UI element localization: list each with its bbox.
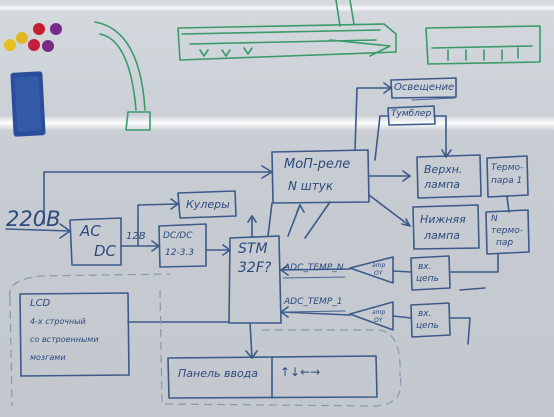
- relay-label-top: МоП-реле: [284, 157, 351, 172]
- connections: [5, 82, 510, 359]
- lighting-box: [390, 77, 457, 99]
- lcd-box: [19, 292, 130, 377]
- toggle-label: Тумблер: [391, 109, 432, 119]
- top-lamp-label-top: Верхн.: [424, 163, 463, 176]
- mcu-box: [228, 235, 282, 324]
- acdc-label-bottom: DC: [94, 242, 117, 260]
- green-sketch-arch: [94, 21, 151, 131]
- green-sketch-oven: [177, 0, 397, 61]
- input-circuit-2-box: [410, 302, 451, 338]
- mcu-label-bottom: 32F?: [238, 260, 272, 276]
- input-voltage-label: 220В: [6, 207, 61, 231]
- light-reflection-top: [0, 4, 554, 12]
- top-lamp-box: [416, 154, 482, 199]
- mcu-label-top: STM: [238, 241, 268, 257]
- bottom-lamp-label-bottom: лампа: [424, 229, 461, 242]
- input-panel-arrows: ↑↓←→: [280, 365, 321, 379]
- amp-2-label-top: amp: [372, 309, 386, 316]
- thermocouple-1-label-top: Термо-: [491, 163, 524, 173]
- relay-label-bottom: N штук: [288, 179, 334, 193]
- bottom-lamp-label-top: Нижняя: [420, 213, 466, 226]
- input-circuit-1-label-bottom: цепь: [416, 274, 439, 284]
- thermocouple-n-label-line3: пар: [496, 238, 514, 248]
- amp-1-label-bottom: OY: [374, 270, 383, 277]
- lcd-label-line2: 4-х строчный: [30, 317, 86, 326]
- dcdc-label-bottom: 12-3.3: [165, 248, 195, 258]
- green-sketch-tray: [425, 25, 541, 65]
- adc-temp-1-label: ADC_TEMP_1: [284, 297, 343, 307]
- input-panel-label: Панель ввода: [178, 367, 259, 380]
- input-panel-box: [167, 355, 378, 399]
- relay-box: [271, 149, 370, 204]
- adc-temp-n-label: ADC_TEMP_N: [284, 263, 344, 273]
- bottom-lamp-box: [412, 204, 480, 250]
- amp-2-triangle: [349, 301, 394, 331]
- lcd-label-line1: LCD: [30, 298, 51, 309]
- dcdc-box: [158, 223, 207, 268]
- top-lamp-label-bottom: лампа: [424, 178, 461, 191]
- underline-marks: [282, 97, 456, 313]
- input-circuit-2-label-top: вх.: [418, 309, 432, 319]
- lcd-label-line3: со встроенными: [30, 335, 99, 344]
- lighting-label: Освещение: [394, 82, 455, 93]
- light-reflection: [0, 115, 554, 131]
- eraser: [10, 71, 46, 137]
- lcd-label-line4: мозгами: [30, 353, 66, 362]
- input-circuit-2-label-bottom: цепь: [416, 321, 439, 331]
- thermocouple-1-label-bottom: пара 1: [491, 176, 523, 186]
- amp-2-label-bottom: OY: [374, 317, 383, 324]
- magnets: [4, 23, 62, 52]
- acdc-box: [69, 217, 122, 266]
- thermocouple-n-label-line1: N: [491, 214, 498, 224]
- input-circuit-1-label-top: вх.: [418, 262, 432, 272]
- rail-12v-label: 12В: [126, 231, 146, 242]
- toggle-box: [387, 105, 436, 126]
- thermocouple-n-label-line2: термо-: [491, 226, 524, 236]
- thermocouple-n-box: [485, 209, 530, 255]
- dashed-enclosures: [8, 273, 402, 407]
- amp-1-triangle: [349, 256, 394, 284]
- acdc-label-top: AC: [80, 222, 101, 240]
- dcdc-label-top: DC/DC: [163, 231, 193, 241]
- coolers-label: Кулеры: [186, 198, 230, 211]
- input-circuit-1-box: [410, 255, 451, 291]
- thermocouple-1-box: [486, 155, 529, 198]
- coolers-box: [177, 190, 237, 219]
- amp-1-label-top: amp: [372, 262, 386, 269]
